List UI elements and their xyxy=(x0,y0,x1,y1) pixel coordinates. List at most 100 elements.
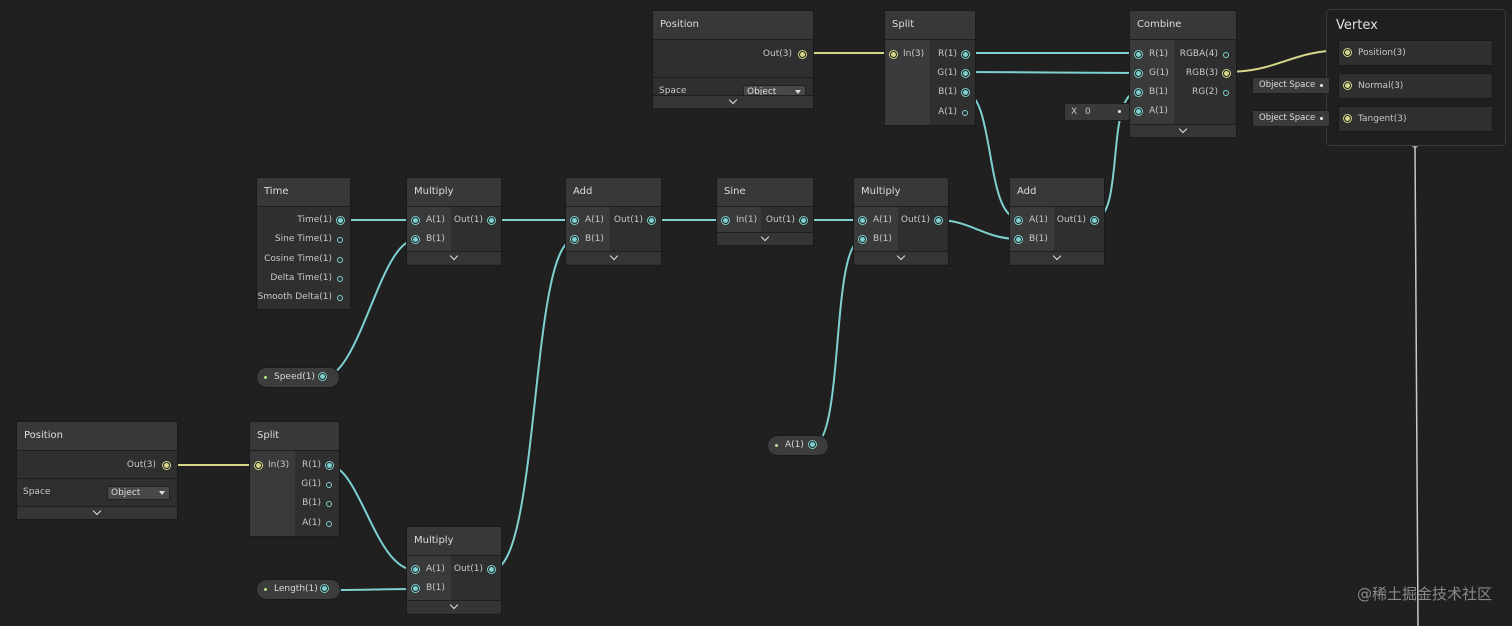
multiply-node-2[interactable]: Multiply A(1) B(1) Out(1) xyxy=(854,178,948,265)
collapse-toggle[interactable] xyxy=(17,506,177,519)
port-label: G(1) xyxy=(937,68,957,78)
input-port-dot[interactable] xyxy=(860,237,865,242)
output-port-dot[interactable] xyxy=(337,295,343,301)
vertex-slot-position[interactable]: Position(3) xyxy=(1339,41,1492,65)
collapse-toggle[interactable] xyxy=(407,600,501,613)
default-value-field-a[interactable]: X 0 xyxy=(1064,103,1130,121)
dropdown-arrow-icon xyxy=(795,90,801,94)
speed-property-node[interactable]: Speed(1) xyxy=(257,368,339,387)
property-dot xyxy=(264,376,267,379)
vertex-slot-tangent[interactable]: Tangent(3) xyxy=(1339,107,1492,131)
output-port-dot[interactable] xyxy=(810,442,815,447)
node-title: Multiply xyxy=(854,178,948,207)
split-node-top[interactable]: Split In(3) R(1) G(1) B(1) A(1) xyxy=(885,11,975,125)
collapse-toggle[interactable] xyxy=(566,251,661,264)
node-title: Combine xyxy=(1130,11,1236,40)
output-port-dot[interactable] xyxy=(326,482,332,488)
port-label: Out(1) xyxy=(453,215,483,225)
output-port-dot[interactable] xyxy=(1223,90,1229,96)
port-label: RG(2) xyxy=(1192,87,1218,97)
output-port-dot[interactable] xyxy=(337,257,343,263)
a-property-node[interactable]: A(1) xyxy=(768,436,828,455)
output-port-dot[interactable] xyxy=(320,374,325,379)
input-port-dot[interactable] xyxy=(256,463,261,468)
output-port-dot[interactable] xyxy=(963,71,968,76)
input-port-dot[interactable] xyxy=(1136,52,1141,57)
time-node[interactable]: Time Time(1) Sine Time(1) Cosine Time(1)… xyxy=(257,178,350,309)
collapse-toggle[interactable] xyxy=(854,251,948,264)
input-port-dot[interactable] xyxy=(1136,90,1141,95)
port-label: G(1) xyxy=(301,479,321,489)
vertex-slot-normal[interactable]: Normal(3) xyxy=(1339,74,1492,98)
split-node-bottom[interactable]: Split In(3) R(1) G(1) B(1) A(1) xyxy=(250,422,339,536)
input-port-dot[interactable] xyxy=(413,586,418,591)
node-title: Position xyxy=(653,11,813,40)
input-port-dot[interactable] xyxy=(413,237,418,242)
input-port-dot[interactable] xyxy=(1016,237,1021,242)
chevron-down-icon xyxy=(896,251,906,261)
input-port-dot[interactable] xyxy=(572,237,577,242)
x-label: X xyxy=(1071,107,1078,117)
input-port-dot[interactable] xyxy=(891,52,896,57)
input-port-dot[interactable] xyxy=(413,218,418,223)
position-node-top[interactable]: Position Out(3) Space Object xyxy=(653,11,813,108)
space-dropdown[interactable]: Object xyxy=(107,486,170,500)
multiply-node-1[interactable]: Multiply A(1) B(1) Out(1) xyxy=(407,178,501,265)
port-label: A(1) xyxy=(302,518,321,528)
output-port-dot[interactable] xyxy=(322,586,327,591)
output-port-dot[interactable] xyxy=(963,52,968,57)
output-port-dot[interactable] xyxy=(164,463,169,468)
input-port-dot[interactable] xyxy=(1345,116,1350,121)
position-node-bottom[interactable]: Position Out(3) Space Object xyxy=(17,422,177,519)
output-port-dot[interactable] xyxy=(489,218,494,223)
output-port-dot[interactable] xyxy=(649,218,654,223)
output-port-dot[interactable] xyxy=(338,218,343,223)
output-port-dot[interactable] xyxy=(326,501,332,507)
output-port-dot[interactable] xyxy=(489,567,494,572)
collapse-toggle[interactable] xyxy=(1130,124,1236,137)
normal-space-field[interactable]: Object Space xyxy=(1252,77,1330,94)
collapse-toggle[interactable] xyxy=(407,251,501,264)
collapse-toggle[interactable] xyxy=(717,232,813,245)
output-port-dot[interactable] xyxy=(963,90,968,95)
input-port-dot[interactable] xyxy=(1345,50,1350,55)
port-label: In(3) xyxy=(903,49,925,59)
output-port-dot[interactable] xyxy=(801,218,806,223)
output-port-dot[interactable] xyxy=(337,276,343,282)
collapse-toggle[interactable] xyxy=(1010,251,1104,264)
output-port-dot[interactable] xyxy=(327,463,332,468)
input-port-dot[interactable] xyxy=(572,218,577,223)
input-port-dot[interactable] xyxy=(1345,83,1350,88)
input-port-dot[interactable] xyxy=(1016,218,1021,223)
input-port-dot[interactable] xyxy=(413,567,418,572)
port-label: Out(3) xyxy=(126,460,156,470)
chevron-down-icon xyxy=(92,506,102,516)
output-port-dot[interactable] xyxy=(337,237,343,243)
port-label: Sine Time(1) xyxy=(274,234,332,244)
length-property-node[interactable]: Length(1) xyxy=(257,580,340,599)
input-port-dot[interactable] xyxy=(723,218,728,223)
chevron-down-icon xyxy=(728,95,738,105)
output-port-dot[interactable] xyxy=(962,110,968,116)
output-port-dot[interactable] xyxy=(326,521,332,527)
input-port-dot[interactable] xyxy=(1136,71,1141,76)
collapse-toggle[interactable] xyxy=(653,95,813,108)
sine-node[interactable]: Sine In(1) Out(1) xyxy=(717,178,813,245)
vertex-block[interactable]: Vertex Position(3) Normal(3) Tangent(3) xyxy=(1326,9,1506,146)
multiply-node-3[interactable]: Multiply A(1) B(1) Out(1) xyxy=(407,527,501,614)
output-port-dot[interactable] xyxy=(936,218,941,223)
chevron-down-icon xyxy=(1052,251,1062,261)
port-label: Time(1) xyxy=(297,215,332,225)
input-port-dot[interactable] xyxy=(860,218,865,223)
add-node-2[interactable]: Add A(1) B(1) Out(1) xyxy=(1010,178,1104,265)
output-port-dot[interactable] xyxy=(1223,52,1229,58)
combine-node[interactable]: Combine R(1) G(1) B(1) A(1) RGBA(4) RGB(… xyxy=(1130,11,1236,137)
output-port-dot[interactable] xyxy=(800,52,805,57)
output-port-dot[interactable] xyxy=(1224,71,1229,76)
input-port-dot[interactable] xyxy=(1136,109,1141,114)
add-node-1[interactable]: Add A(1) B(1) Out(1) xyxy=(566,178,661,265)
slot-label: Normal(3) xyxy=(1358,81,1404,91)
output-port-dot[interactable] xyxy=(1092,218,1097,223)
chevron-down-icon xyxy=(760,232,770,242)
tangent-space-field[interactable]: Object Space xyxy=(1252,110,1330,127)
